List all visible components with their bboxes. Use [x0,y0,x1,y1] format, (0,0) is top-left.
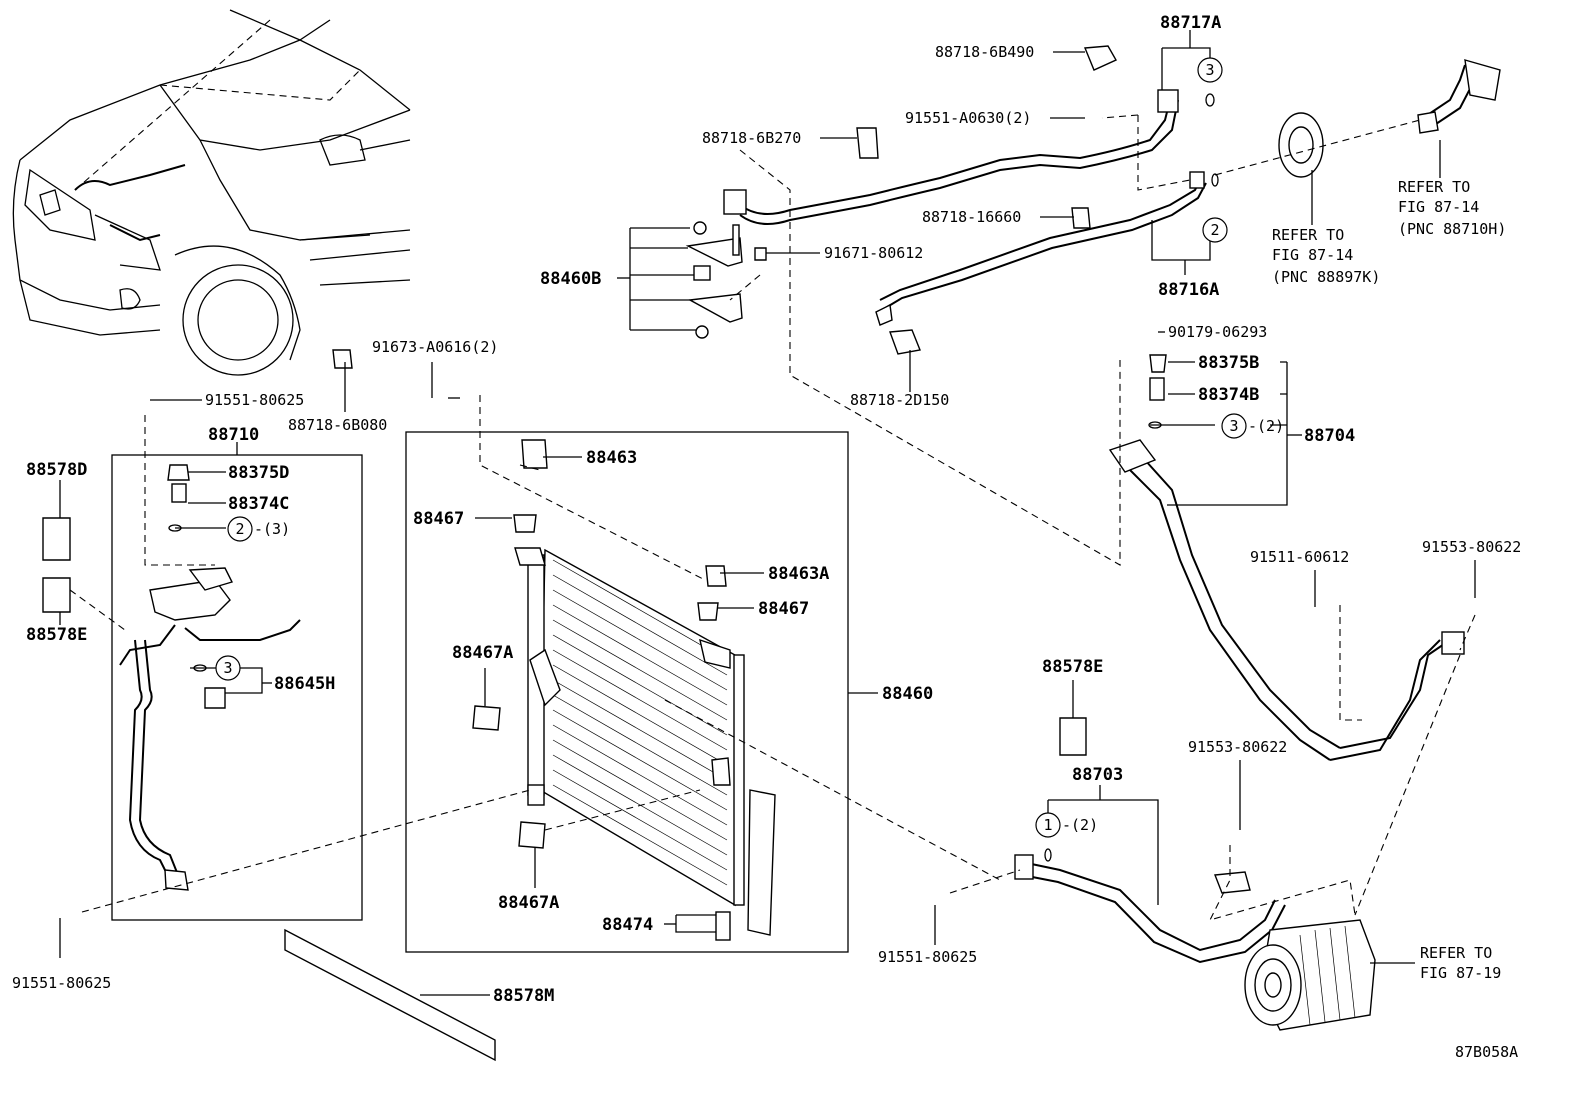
liquid-tube-box-88710 [111,454,363,921]
label-88704: 88704 [1304,426,1355,446]
label-88578M: 88578M [493,986,554,1006]
label-91553-80622-b: 91553-80622 [1188,738,1287,756]
circle-ref-3-88645H: 3 [193,655,241,681]
refer-note-fig-87-19: REFER TO FIG 87-19 [1420,944,1501,982]
compressor [1244,919,1376,1031]
svg-text:REFER TO: REFER TO [1272,226,1344,244]
label-88718-6B270: 88718-6B270 [702,129,801,147]
label-88467A-b: 88467A [498,893,559,913]
label-88460B: 88460B [540,269,601,289]
label-88718-6B080: 88718-6B080 [288,416,387,434]
label-91551-80625-bottom: 91551-80625 [878,948,977,966]
label-88718-6B490: 88718-6B490 [935,43,1034,61]
svg-text:FIG 87-14: FIG 87-14 [1398,198,1479,216]
label-88467-a: 88467 [413,509,464,529]
qty-label: -(2) [1062,816,1098,834]
label-91551-A0630: 91551-A0630(2) [905,109,1031,127]
leader-lines [59,30,1476,996]
svg-text:2: 2 [235,520,244,538]
refer-note-88897K: REFER TO FIG 87-14 (PNC 88897K) [1272,226,1380,286]
fittings [42,45,1167,1062]
svg-text:REFER TO: REFER TO [1398,178,1470,196]
circle-ref-1-88703: 1 -(2) [1035,812,1098,862]
label-90179-06293: 90179-06293 [1168,323,1267,341]
label-88463: 88463 [586,448,637,468]
label-88578E-left: 88578E [26,625,87,645]
svg-text:3: 3 [223,659,232,677]
condenser-88460 [405,431,849,953]
label-88718-2D150: 88718-2D150 [850,391,949,409]
label-91673-A0616: 91673-A0616(2) [372,338,498,356]
label-88463A: 88463A [768,564,829,584]
diagram-id: 87B058A [1455,1043,1518,1061]
seal-88897K [1278,112,1324,178]
label-88467A-a: 88467A [452,643,513,663]
vehicle-illustration [12,9,411,376]
bracket-set-88460B [685,221,767,339]
discharge-hose-88703 [1014,854,1286,964]
svg-text:FIG 87-14: FIG 87-14 [1272,246,1353,264]
label-91511-60612: 91511-60612 [1250,548,1349,566]
label-88374B: 88374B [1198,385,1259,405]
dashed-guides [69,114,1476,921]
label-91551-80625-top: 91551-80625 [205,391,304,409]
suction-hose-88704 [1108,439,1465,761]
label-88710: 88710 [208,425,259,445]
svg-text:(PNC 88710H): (PNC 88710H) [1398,220,1506,238]
refer-note-88710H: REFER TO FIG 87-14 (PNC 88710H) [1398,178,1506,238]
label-88467-b: 88467 [758,599,809,619]
pipe-88710H [1417,59,1501,134]
svg-text:REFER TO: REFER TO [1420,944,1492,962]
label-88374C: 88374C [228,494,289,514]
svg-text:3: 3 [1229,417,1238,435]
label-88474: 88474 [602,915,653,935]
circle-ref-3-88704: 3 -(2) [1148,413,1284,439]
label-91671-80612: 91671-80612 [824,244,923,262]
condenser-fins [552,559,728,886]
svg-text:2: 2 [1210,221,1219,239]
svg-text:3: 3 [1205,61,1214,79]
label-88703: 88703 [1072,765,1123,785]
suction-tube-88716A [875,171,1207,326]
label-91553-80622-a: 91553-80622 [1422,538,1521,556]
label-91551-80625-left: 91551-80625 [12,974,111,992]
label-88375B: 88375B [1198,353,1259,373]
label-88578D: 88578D [26,460,87,480]
label-88645H: 88645H [274,674,335,694]
qty-label: -(2) [1248,417,1284,435]
svg-text:1: 1 [1043,816,1052,834]
label-88716A: 88716A [1158,280,1219,300]
circle-ref-3-top: 3 [1197,57,1223,107]
svg-text:FIG 87-19: FIG 87-19 [1420,964,1501,982]
label-88460: 88460 [882,684,933,704]
circle-ref-2-top: 2 [1202,173,1228,243]
label-88718-16660: 88718-16660 [922,208,1021,226]
label-88578E-right: 88578E [1042,657,1103,677]
svg-text:(PNC 88897K): (PNC 88897K) [1272,268,1380,286]
label-88717A: 88717A [1160,13,1221,33]
discharge-hose-assembly [723,89,1179,225]
part-labels: 88717A 88718-6B490 91551-A0630(2) 88718-… [12,13,1521,1006]
qty-label: -(3) [254,520,290,538]
label-88375D: 88375D [228,463,289,483]
circle-ref-2-88710: 2 -(3) [168,516,290,542]
